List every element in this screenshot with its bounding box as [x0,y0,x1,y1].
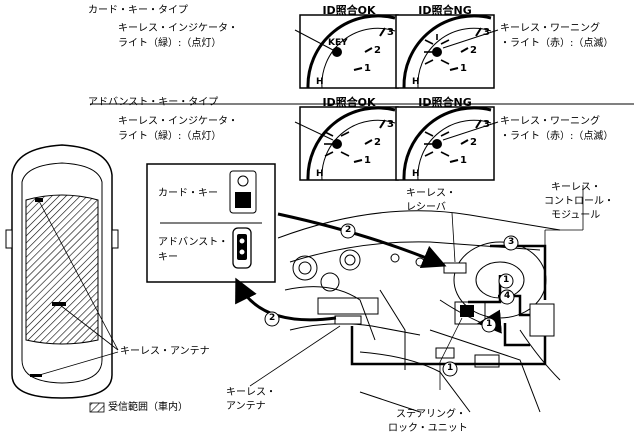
card-indicator-label-1: キーレス・インジケータ・ [118,23,238,34]
gauge-adv-ok-tick-1: 1 [364,155,371,166]
steering-lock-block [460,305,474,317]
legend-hatch-swatch [89,402,105,413]
steering-lock-label-2: ロック・ユニット [388,423,468,434]
keyless-receiver-label-2: レシーバ [406,202,446,213]
keyless-receiver-label-1: キーレス・ [406,188,456,199]
gauge-adv-ng-tick-2: 2 [470,137,477,148]
control-module-block [529,303,555,337]
gauge-adv-ok-tick-2: 2 [374,137,381,148]
gauge-adv-ok-h: H [316,169,324,179]
gauge-adv-ng-h: H [412,169,420,179]
keyless-antenna-car-label: キーレス・アンテナ [120,346,210,357]
control-module-label-3: モジュール [551,210,601,221]
gauge-card-ng [395,14,499,89]
callout-1-steering: 1 [486,319,493,329]
gauge-card-ng-tick-3: 3 [483,27,490,38]
card-key-label: カード・キー [158,188,218,199]
card-ok-title: ID照合OK [322,4,376,17]
gauge-card-ok-key: KEY [328,38,348,48]
callout-2-lower: 2 [269,313,276,323]
card-warning-label-1: キーレス・ワーニング [500,23,600,34]
callout-1-upper: 1 [503,275,510,285]
advanced-indicator-label-2: ライト（緑）:（点灯） [118,131,222,142]
advanced-key-label-2: キー [158,252,178,263]
gauge-card-ok-tick-3: 3 [387,27,394,38]
advanced-warning-label-1: キーレス・ワーニング [500,116,600,127]
gauge-card-ok-tick-1: 1 [364,63,371,74]
gauge-adv-ok-tick-3: 3 [387,119,394,130]
gauge-card-ok-tick-2: 2 [374,45,381,56]
gauge-card-ng-tick-1: 1 [460,63,467,74]
keyless-antenna-dash-label-2: アンテナ [226,401,266,412]
advanced-type-title: アドバンスト・キー・タイプ [88,97,219,108]
control-module-label-1: キーレス・ [551,182,601,193]
advanced-ng-title: ID照合NG [418,96,472,109]
gauge-advanced-ok [294,106,399,181]
steering-lock-label-1: ステアリング・ [396,409,466,420]
card-type-title: カード・キー・タイプ [88,5,188,16]
card-indicator-label-2: ライト（緑）:（点灯） [118,38,222,49]
gauge-card-ng-h: H [412,77,420,87]
callout-2-upper: 2 [345,225,352,235]
advanced-warning-label-2: ・ライト（赤）:（点滅） [500,131,614,142]
callout-3: 3 [508,237,515,247]
arrow-2-upper [277,212,447,269]
callout-1-lower: 1 [447,363,454,373]
key-box [146,163,276,283]
gauge-card-ng-tick-2: 2 [470,45,477,56]
advanced-indicator-label-1: キーレス・インジケータ・ [118,116,238,127]
callout-4: 4 [504,291,511,301]
gauge-card-ok [294,14,399,89]
gauge-adv-ng-tick-1: 1 [460,155,467,166]
advanced-ok-title: ID照合OK [322,96,376,109]
car-top-view [5,144,119,399]
advanced-key-label-1: アドバンスト・ [158,237,229,248]
keyless-antenna-dash-label-1: キーレス・ [226,387,276,398]
card-ng-title: ID照合NG [418,4,472,17]
receiver-block [443,262,467,274]
control-module-label-2: コントロール・ [544,196,614,207]
gauge-adv-ng-tick-3: 3 [483,119,490,130]
card-warning-label-2: ・ライト（赤）:（点滅） [500,38,614,49]
antenna-dash-block [334,315,362,325]
gauge-advanced-ng [395,106,499,181]
gauge-card-ok-h: H [316,77,324,87]
legend-reception-range: 受信範囲（車内） [108,402,188,413]
